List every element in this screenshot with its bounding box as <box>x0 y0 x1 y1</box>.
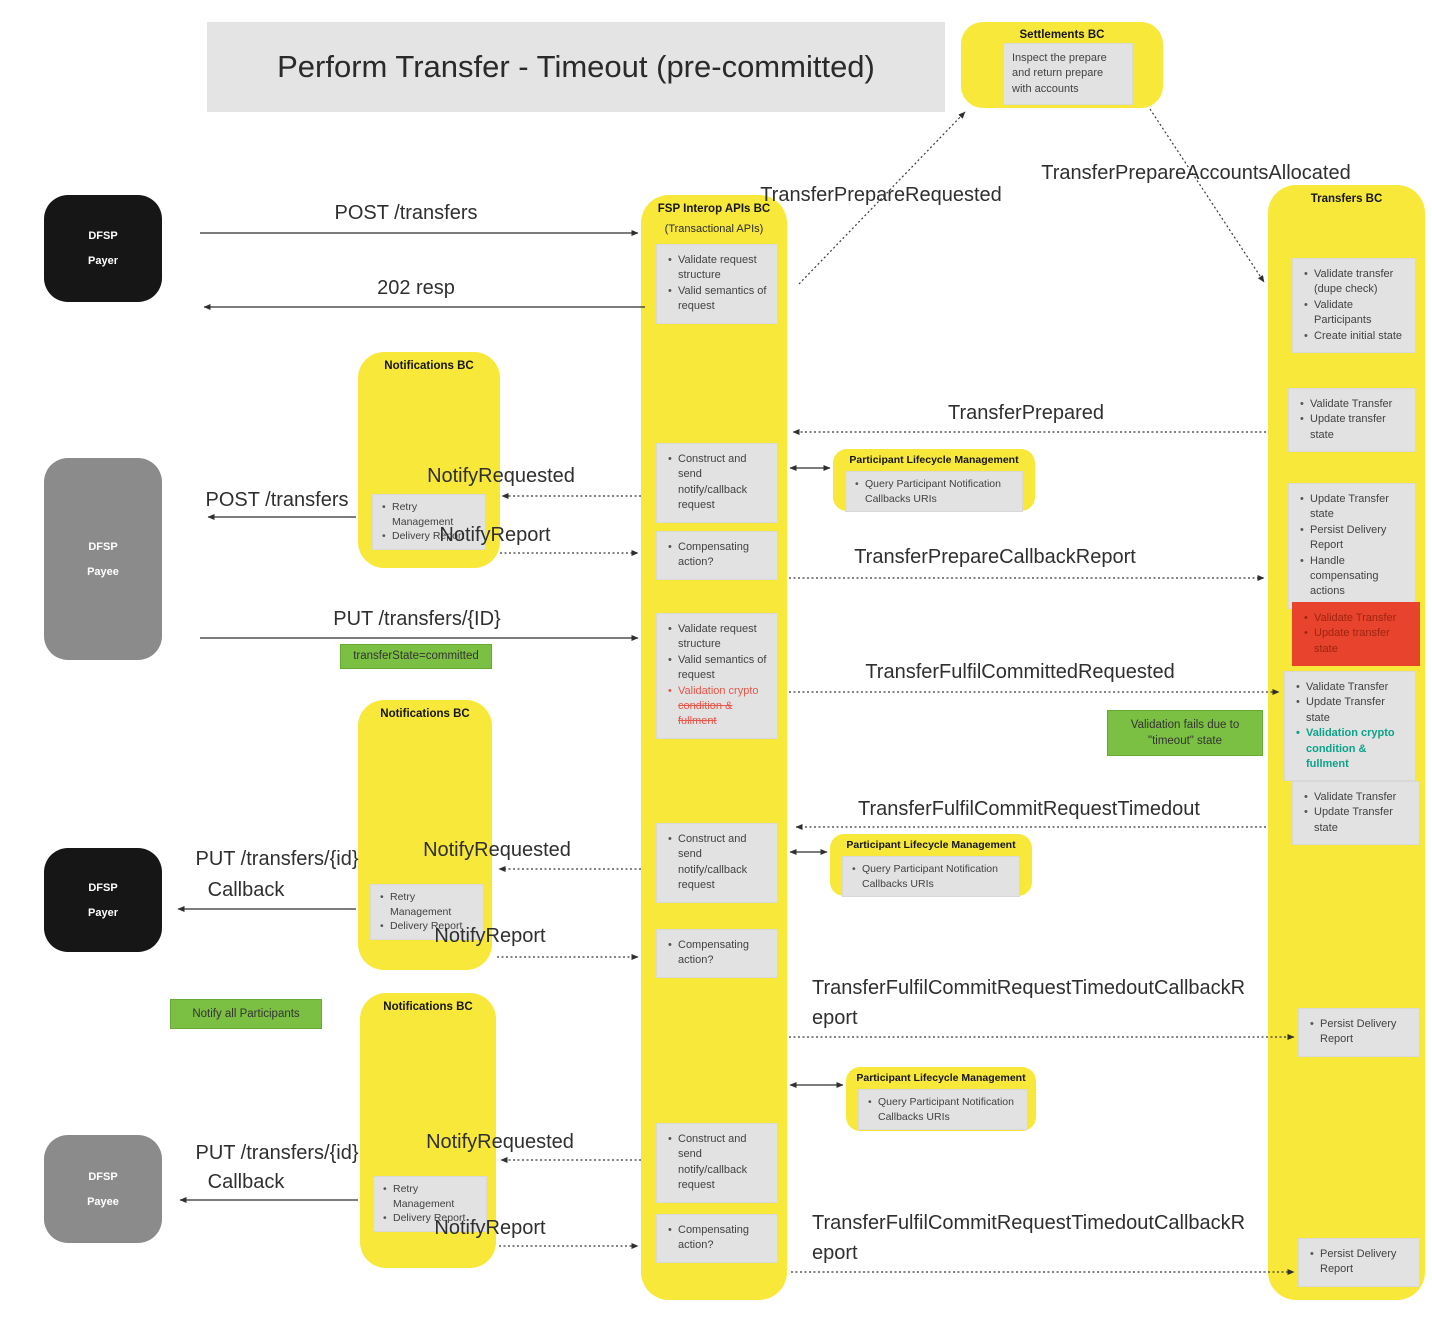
note-interop-construct-1: Construct and send notify/callback reque… <box>656 443 778 523</box>
note-transfers-update-persist: Update Transfer state Persist Delivery R… <box>1288 483 1416 609</box>
plm-note-1: Query Participant Notification Callbacks… <box>845 471 1023 513</box>
note-interop-validate-1: Validate request structure Valid semanti… <box>656 244 778 324</box>
plm-note-3: Query Participant Notification Callbacks… <box>858 1089 1028 1131</box>
note-interop-construct-3: Construct and send notify/callback reque… <box>656 1123 778 1203</box>
interop-subtitle: (Transactional APIs) <box>664 223 764 235</box>
plm-note-2: Query Participant Notification Callbacks… <box>842 856 1020 898</box>
msg-transfer-prepare-requested: TransferPrepareRequested <box>760 184 1002 206</box>
note-interop-compensating-1: Compensating action? <box>656 531 778 580</box>
msg-transfer-prepared: TransferPrepared <box>948 402 1104 424</box>
msg-notify-report-1: NotifyReport <box>439 524 551 546</box>
msg-put-transfers-id-lc-1: PUT /transfers/{id} <box>195 848 359 870</box>
note-transfers-initial: Validate transfer (dupe check) Validate … <box>1292 258 1416 353</box>
notifications-bc-3-title: Notifications BC <box>383 1001 473 1013</box>
msg-transfer-fulfil-commit-request-timedout: TransferFulfilCommitRequestTimedout <box>858 798 1200 820</box>
msg-post-transfers-1: POST /transfers <box>334 202 478 224</box>
msg-put-transfers-id: PUT /transfers/{ID} <box>333 608 501 630</box>
note-notifications-2: Retry Management Delivery Report <box>370 884 484 941</box>
transfers-title: Transfers BC <box>1310 193 1383 205</box>
plm-box-2-title: Participant Lifecycle Management <box>846 839 1016 851</box>
bullet-validation-crypto-strike: Validation crypto condition & fullment <box>667 684 771 730</box>
note-transfers-persist-2: Persist Delivery Report <box>1298 1238 1420 1287</box>
note-interop-construct-2: Construct and send notify/callback reque… <box>656 823 778 903</box>
msg-notify-requested-2: NotifyRequested <box>423 839 571 861</box>
msg-timedout-callback-report-2: TransferFulfilCommitRequestTimedoutCallb… <box>812 1212 1246 1264</box>
notifications-bc-2-title: Notifications BC <box>380 708 470 720</box>
actor-dfsp-payee-2: DFSP Payee <box>44 1135 162 1243</box>
note-transfers-red-validate: Validate Transfer Update transfer state <box>1292 602 1420 667</box>
highlight-notify-all: Notify all Participants <box>170 999 322 1029</box>
actor-dfsp-payer-1: DFSP Payer <box>44 195 162 302</box>
settlements-bc-title: Settlements BC <box>1019 29 1105 41</box>
settlements-note: Inspect the prepare and return prepare w… <box>1003 43 1133 106</box>
msg-timedout-callback-report-1: TransferFulfilCommitRequestTimedoutCallb… <box>812 977 1246 1029</box>
actor-dfsp-payee-1: DFSP Payee <box>44 458 162 660</box>
msg-notify-requested-1: NotifyRequested <box>427 465 575 487</box>
msg-notify-requested-3: NotifyRequested <box>426 1131 574 1153</box>
note-transfers-validate-update-2: Validate Transfer Update Transfer state <box>1292 781 1420 846</box>
note-interop-validate-2: Validate request structure Valid semanti… <box>656 613 778 739</box>
highlight-transfer-state: transferState=committed <box>340 644 492 669</box>
note-notifications-1: Retry Management Delivery Report <box>372 494 486 551</box>
notifications-bc-1-title: Notifications BC <box>384 360 474 372</box>
msg-post-transfers-2: POST /transfers <box>205 489 349 511</box>
note-transfers-persist-1: Persist Delivery Report <box>1298 1008 1420 1057</box>
plm-box-1-title: Participant Lifecycle Management <box>849 454 1019 466</box>
page-title: Perform Transfer - Timeout (pre-committe… <box>207 22 945 112</box>
msg-notify-report-2: NotifyReport <box>434 925 546 947</box>
msg-202-resp: 202 resp <box>377 277 455 299</box>
note-transfers-validate-crypto: Validate Transfer Update Transfer state … <box>1284 671 1416 782</box>
note-notifications-3: Retry Management Delivery Report <box>373 1176 487 1233</box>
interop-column: FSP Interop APIs BC (Transactional APIs) <box>641 195 787 1300</box>
interop-title: FSP Interop APIs BC <box>657 203 771 215</box>
note-interop-compensating-2: Compensating action? <box>656 929 778 978</box>
note-interop-compensating-3: Compensating action? <box>656 1214 778 1263</box>
msg-transfer-fulfil-committed-requested: TransferFulfilCommittedRequested <box>865 661 1175 683</box>
msg-callback-2: Callback <box>207 1171 285 1193</box>
highlight-validation-fails: Validation fails due to "timeout" state <box>1107 710 1263 756</box>
plm-box-3-title: Participant Lifecycle Management <box>856 1072 1026 1084</box>
note-transfers-validate-update: Validate Transfer Update transfer state <box>1288 388 1416 453</box>
actor-dfsp-payer-2: DFSP Payer <box>44 848 162 952</box>
msg-callback-1: Callback <box>207 879 285 901</box>
msg-notify-report-3: NotifyReport <box>434 1217 546 1239</box>
msg-transfer-prepare-callback-report: TransferPrepareCallbackReport <box>854 546 1136 568</box>
msg-transfer-prepare-accounts-allocated: TransferPrepareAccountsAllocated <box>1041 162 1351 184</box>
msg-put-transfers-id-lc-2: PUT /transfers/{id} <box>195 1142 359 1164</box>
